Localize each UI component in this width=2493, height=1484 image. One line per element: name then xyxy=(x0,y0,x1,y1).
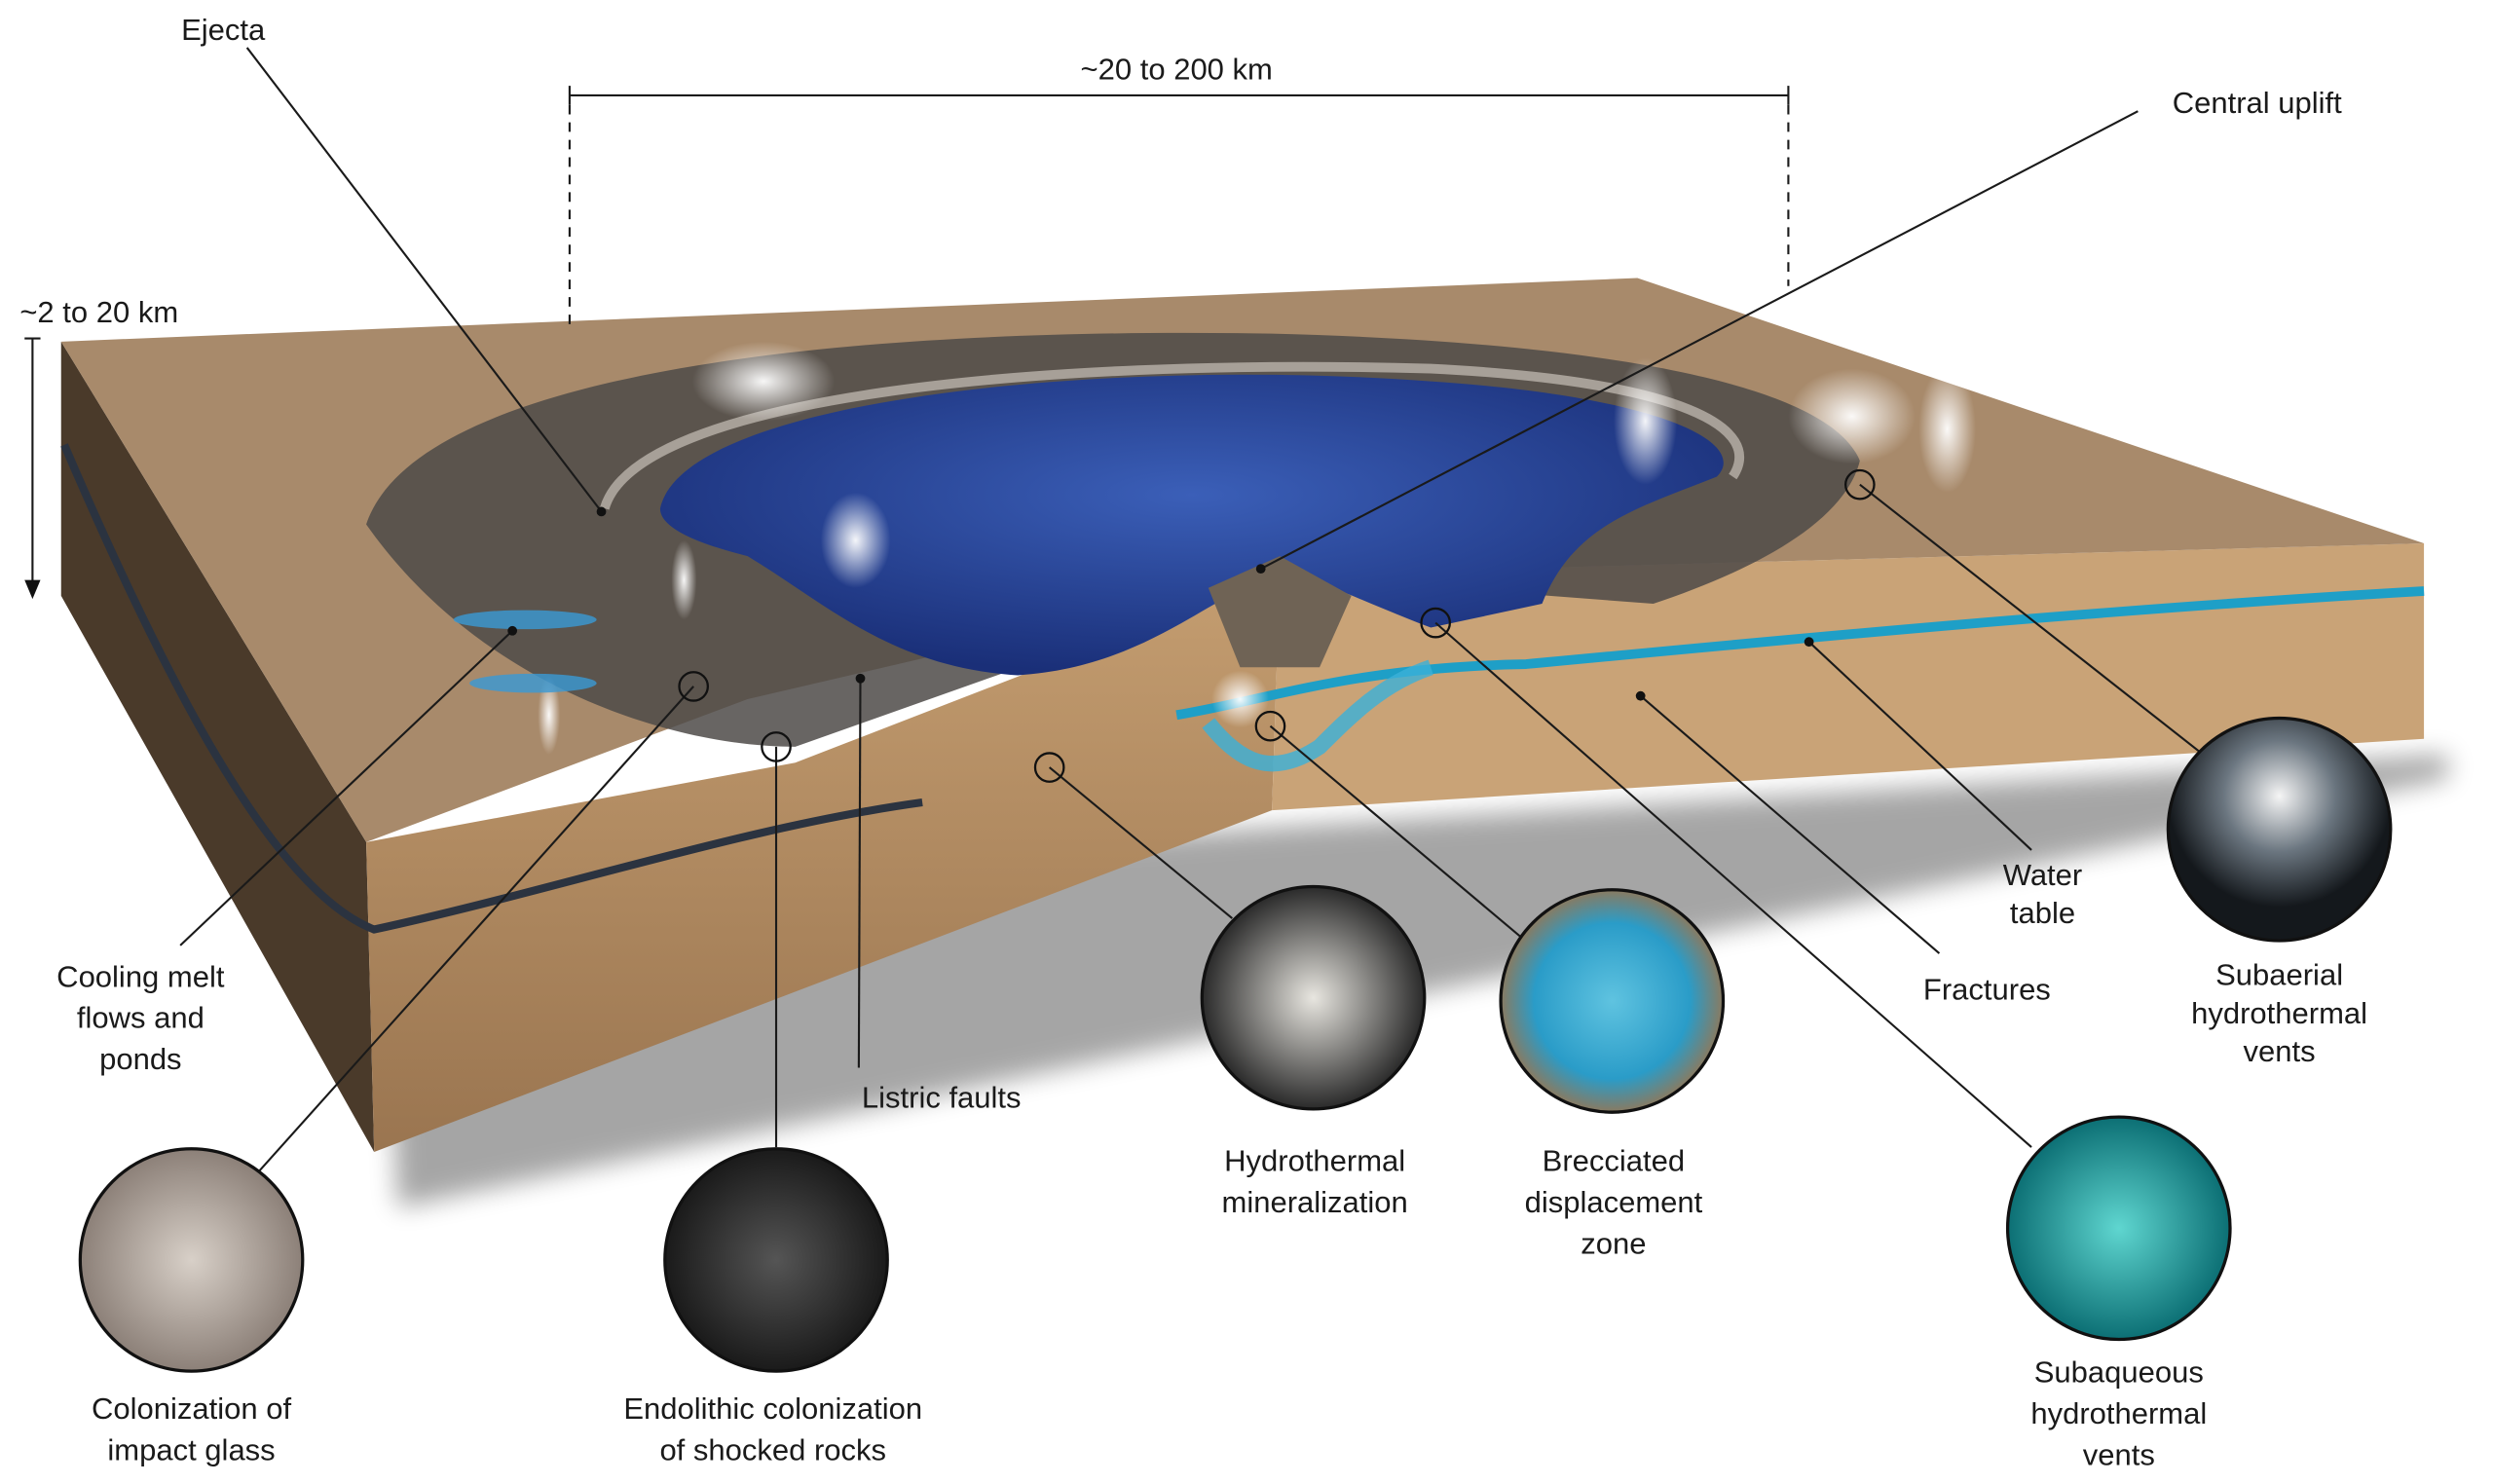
crater-lake xyxy=(659,374,1724,676)
subaqueous-vents-inset xyxy=(2005,1115,2232,1342)
water-table-line xyxy=(1175,586,2425,721)
mineralization-inset xyxy=(1200,884,1427,1111)
listric-faults-label: Listric faults xyxy=(862,1080,1022,1114)
subaerial-vents-inset xyxy=(2166,716,2393,943)
crater-block xyxy=(60,278,2448,1208)
steam-plumes xyxy=(538,341,1976,756)
brecciated-water xyxy=(1202,659,1433,772)
width-dimension: ~20 to 200 km xyxy=(568,53,1790,326)
shocked-rocks-inset xyxy=(663,1147,889,1373)
impact-glass-inset xyxy=(78,1147,305,1373)
width-label: ~20 to 200 km xyxy=(1081,53,1273,87)
central-uplift-label: Central uplift xyxy=(2173,86,2342,120)
depth-label: ~2 to 20 km xyxy=(19,295,178,329)
ejecta-label: Ejecta xyxy=(181,13,266,47)
fractures-label: Fractures xyxy=(1923,972,2051,1006)
surface-melt-ponds xyxy=(453,610,597,693)
front-left-cross-section xyxy=(366,575,1281,1152)
central-uplift-peak xyxy=(1208,556,1352,668)
leader-lines xyxy=(179,47,2211,1177)
left-side-face xyxy=(60,341,375,1152)
brecciated-zone-inset xyxy=(1499,888,1726,1114)
depth-dimension: ~2 to 20 km xyxy=(19,295,178,600)
rim-ring xyxy=(600,361,1744,510)
melt-dike xyxy=(60,443,923,934)
